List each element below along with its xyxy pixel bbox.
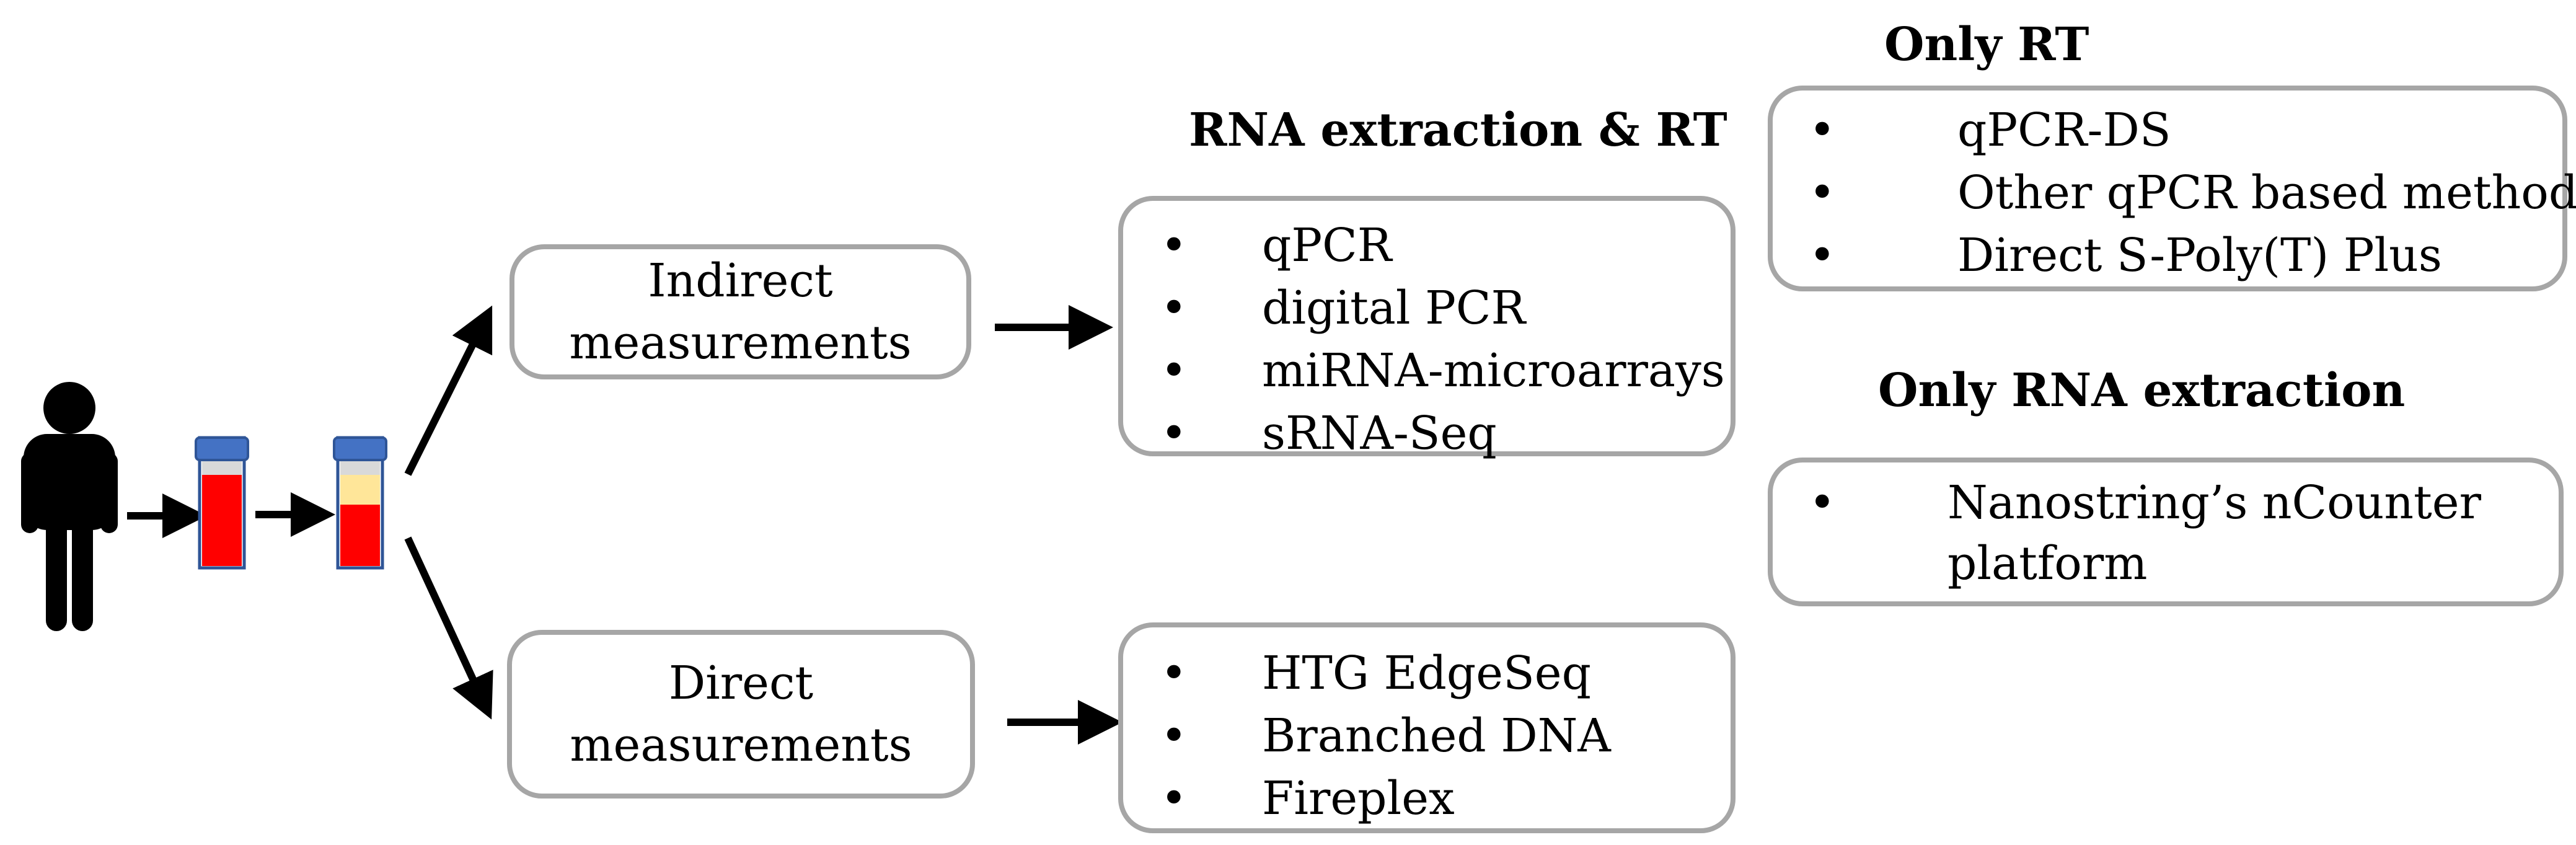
- rna-extraction-rt-box: •qPCR •digital PCR •miRNA-microarrays •s…: [1118, 196, 1736, 460]
- only-rna-extraction-item: Nanostring’s nCounter platform: [1947, 476, 2481, 590]
- bullet-icon: •: [1160, 281, 1188, 335]
- person-icon: [21, 382, 118, 631]
- blood-tube-icon: [195, 436, 249, 570]
- rna-extraction-rt-heading: RNA extraction & RT: [1189, 104, 1727, 157]
- list-item: •miRNA-microarrays: [1160, 340, 1725, 402]
- separated-tube-icon: [333, 436, 387, 570]
- list-item: •qPCR-DS: [1809, 99, 2576, 162]
- list-item: •qPCR: [1160, 215, 1725, 277]
- direct-methods-box: •HTG EdgeSeq •Branched DNA •Fireplex: [1118, 622, 1736, 833]
- list-item: •Branched DNA: [1160, 705, 1611, 768]
- direct-label-line2: measurements: [570, 719, 912, 772]
- indirect-label-line2: measurements: [569, 316, 912, 369]
- direct-methods-list: •HTG EdgeSeq •Branched DNA •Fireplex: [1160, 642, 1611, 830]
- only-rt-box: •qPCR-DS •Other qPCR based methods •Dire…: [1768, 86, 2576, 291]
- bullet-icon: •: [1160, 344, 1188, 397]
- list-item: •Other qPCR based methods: [1809, 162, 2576, 224]
- only-rt-heading: Only RT: [1884, 18, 2089, 71]
- indirect-label-line1: Indirect: [648, 254, 833, 307]
- direct-label-line1: Direct: [668, 657, 814, 710]
- list-item: •sRNA-Seq: [1160, 402, 1725, 465]
- list-item: •HTG EdgeSeq: [1160, 642, 1611, 705]
- only-rna-extraction-heading: Only RNA extraction: [1878, 364, 2406, 417]
- bullet-icon: •: [1160, 709, 1188, 763]
- bullet-icon: •: [1809, 476, 1836, 529]
- indirect-measurements-box: Indirect measurements: [509, 244, 971, 379]
- list-item: • Nanostring’s nCounter platform: [1809, 472, 2505, 594]
- direct-measurements-box: Direct measurements: [507, 630, 975, 799]
- bullet-icon: •: [1160, 647, 1188, 700]
- list-item: •Fireplex: [1160, 768, 1611, 830]
- bullet-icon: •: [1809, 104, 1836, 157]
- bullet-icon: •: [1809, 229, 1836, 282]
- rna-extraction-rt-list: •qPCR •digital PCR •miRNA-microarrays •s…: [1160, 215, 1725, 465]
- bullet-icon: •: [1160, 219, 1188, 272]
- bullet-icon: •: [1160, 772, 1188, 825]
- list-item: •digital PCR: [1160, 277, 1725, 340]
- bullet-icon: •: [1809, 166, 1836, 219]
- only-rna-extraction-box: • Nanostring’s nCounter platform: [1768, 458, 2564, 606]
- bullet-icon: •: [1160, 407, 1188, 460]
- list-item: •Direct S-Poly(T) Plus: [1809, 224, 2576, 287]
- arrow-to-indirect: [404, 305, 493, 476]
- only-rt-list: •qPCR-DS •Other qPCR based methods •Dire…: [1809, 99, 2576, 287]
- arrow-to-direct: [404, 536, 493, 720]
